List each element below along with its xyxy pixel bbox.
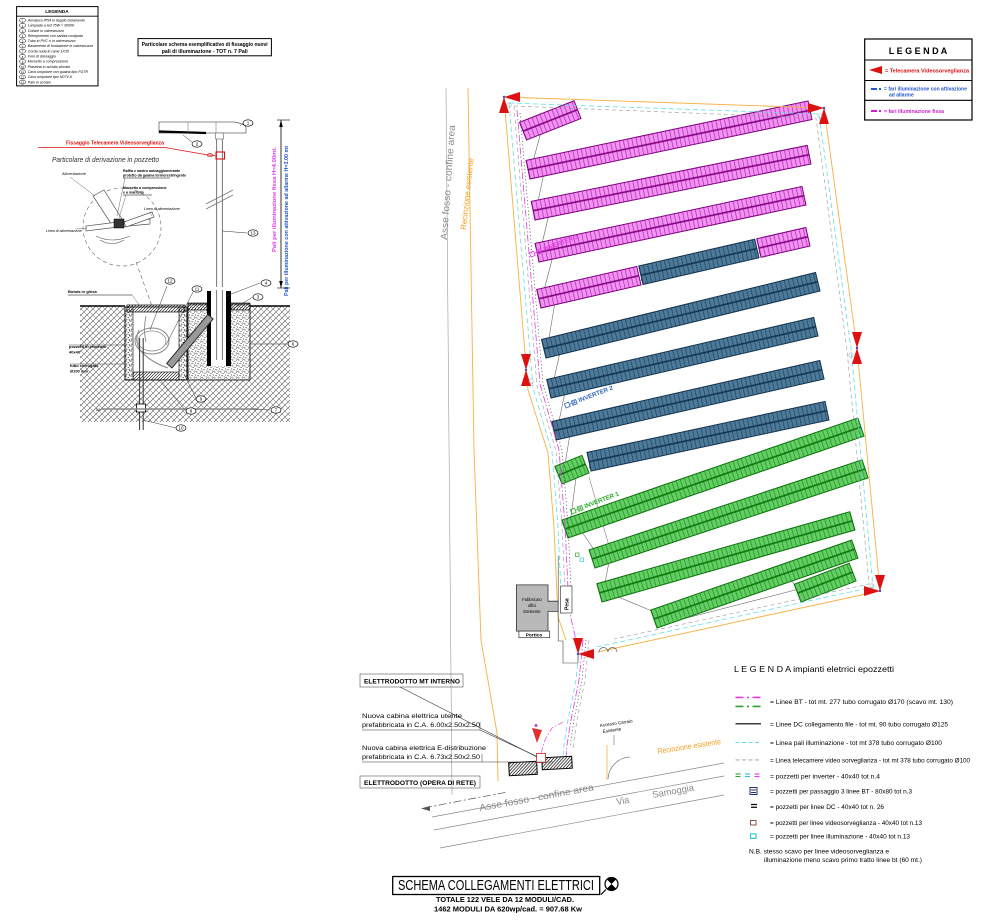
svg-text:12: 12 — [167, 279, 173, 284]
svg-text:pozzetti in cemento: pozzetti in cemento — [69, 344, 107, 349]
svg-text:prefabbricata in C.A. 6.00x2.5: prefabbricata in C.A. 6.00x2.50x2.50 — [362, 722, 481, 729]
svg-text:Particolare schema esemplifica: Particolare schema esemplificativo di fi… — [142, 42, 268, 48]
svg-text:Corda nuda in rame 1X35: Corda nuda in rame 1X35 — [28, 49, 69, 53]
svg-text:10: 10 — [21, 65, 25, 69]
svg-text:uffici: uffici — [528, 603, 537, 608]
svg-text:Esistente: Esistente — [602, 726, 622, 734]
svg-text:= pozzetti per linee videosorv: = pozzetti per linee videosorveglianza -… — [770, 820, 923, 827]
svg-text:Via: Via — [616, 795, 631, 808]
svg-text:4: 4 — [265, 281, 268, 286]
svg-text:9: 9 — [200, 397, 203, 402]
svg-text:= Linea pali illuminazione - t: = Linea pali illuminazione - tot mt 378 … — [770, 740, 943, 747]
svg-text:= Linea telecamere video sorve: = Linea telecamere video sorveglianza - … — [770, 758, 971, 765]
svg-text:ELETTRODOTTO MT INTERNO: ELETTRODOTTO MT INTERNO — [364, 679, 460, 686]
svg-text:Pali per illuminazione fissa H: Pali per illuminazione fissa H=4.00mt. — [272, 146, 278, 252]
svg-text:Fabbricato: Fabbricato — [522, 597, 542, 602]
svg-text:40x40: 40x40 — [69, 350, 81, 355]
svg-text:L E G E N D A impianti eletrri: L E G E N D A impianti eletrrici epozzet… — [734, 664, 894, 674]
svg-text:5: 5 — [22, 39, 24, 43]
svg-text:= pozzetti per linee DC - 40x4: = pozzetti per linee DC - 40x40 tot n. 2… — [770, 804, 885, 811]
svg-text:1: 1 — [22, 19, 24, 23]
svg-text:7: 7 — [22, 50, 24, 54]
svg-text:3: 3 — [257, 295, 260, 300]
svg-text:12: 12 — [21, 75, 25, 79]
svg-text:Alimentazione: Alimentazione — [61, 172, 86, 176]
svg-text:Raffia e nastro autoagglomeran: Raffia e nastro autoagglomerante — [123, 169, 180, 173]
svg-text:Pesa: Pesa — [565, 598, 571, 610]
svg-text:= Linee BT - tot mt. 277 tubo: = Linee BT - tot mt. 277 tubo corrugato … — [770, 699, 953, 706]
svg-text:Fissaggio Telecamera Videosorv: Fissaggio Telecamera Videosorveglianza — [66, 141, 165, 147]
svg-text:= pozzetti per passaggio 3 lin: = pozzetti per passaggio 3 linee BT - 80… — [770, 789, 913, 796]
svg-text:10: 10 — [178, 426, 184, 431]
svg-text:2: 2 — [196, 142, 199, 147]
svg-text:pali di illuminazione - TOT n.: pali di illuminazione - TOT n. 7 Pali — [162, 49, 248, 55]
svg-text:13: 13 — [250, 231, 256, 236]
svg-text:11: 11 — [195, 287, 200, 292]
svg-text:1462 MODULI DA 620wp/cad. = 90: 1462 MODULI DA 620wp/cad. = 907.68 Kw — [434, 905, 582, 914]
svg-text:LEGENDA: LEGENDA — [45, 9, 69, 15]
svg-text:8: 8 — [22, 55, 24, 59]
svg-text:Piastrina in acciaio zincato: Piastrina in acciaio zincato — [28, 65, 70, 69]
svg-text:4: 4 — [22, 34, 24, 38]
svg-text:= pozzetti per inverter - 40x4: = pozzetti per inverter - 40x40 tot n.4 — [770, 774, 881, 781]
svg-text:9: 9 — [22, 60, 24, 64]
svg-text:Accesso Carraio: Accesso Carraio — [599, 718, 633, 728]
svg-text:Linea di alimentazione: Linea di alimentazione — [144, 207, 180, 211]
svg-text:Particolare di derivazione: Particolare di derivazione in pozzetto — [52, 157, 159, 164]
svg-text:L E G E N D A: L E G E N D A — [889, 46, 948, 56]
svg-text:8: 8 — [190, 409, 193, 414]
svg-text:Foro di drenaggio: Foro di drenaggio — [28, 55, 56, 59]
svg-text:= pozzetti per linee illuminaz: = pozzetti per linee illuminazione - 40x… — [770, 834, 911, 841]
svg-text:= fari illuminazione fissa: = fari illuminazione fissa — [884, 109, 944, 115]
svg-text:Nuova cabina elettrica E-distr: Nuova cabina elettrica E-distribuzione — [362, 745, 487, 752]
svg-text:Nuova cabina elettrica utente: Nuova cabina elettrica utente — [362, 713, 463, 720]
svg-text:= Telecamera Videosorveglianza: = Telecamera Videosorveglianza — [885, 69, 969, 75]
svg-text:ad allarme: ad allarme — [889, 93, 914, 99]
svg-text:Botola in ghisa: Botola in ghisa — [68, 289, 97, 294]
svg-text:illuminazione meno scavo primo: illuminazione meno scavo primo tratto li… — [764, 857, 922, 864]
svg-text:Cavo unipolare con guaina tipo: Cavo unipolare con guaina tipo FG7R — [28, 70, 89, 74]
svg-text:Riempimento con sabbia costipa: Riempimento con sabbia costipata — [28, 34, 83, 38]
svg-text:Lampada a led 75W = 3000K: Lampada a led 75W = 3000K — [28, 24, 75, 28]
svg-text:6: 6 — [292, 342, 295, 347]
svg-text:Linea di alimentazione: Linea di alimentazione — [46, 229, 82, 233]
svg-text:2: 2 — [22, 24, 24, 28]
svg-text:tubo corrugato: tubo corrugato — [70, 363, 99, 368]
svg-text:Pali per illuminazione con att: Pali per illuminazione con attivazione a… — [284, 146, 290, 296]
svg-text:ELETTRODOTTO (OPERA DI RETE): ELETTRODOTTO (OPERA DI RETE) — [364, 780, 476, 787]
svg-text:Portico: Portico — [526, 632, 543, 638]
svg-text:Esistente: Esistente — [523, 609, 541, 614]
svg-text:Morsetto a compressione: Morsetto a compressione — [123, 186, 167, 190]
svg-text:Collare in calcestruzzo: Collare in calcestruzzo — [28, 29, 64, 33]
svg-text:Palo in acciaio: Palo in acciaio — [28, 80, 51, 84]
svg-text:Tubo in PVC o in calcestruzzo: Tubo in PVC o in calcestruzzo — [28, 39, 76, 43]
svg-text:Morsetto a compressione: Morsetto a compressione — [28, 60, 68, 64]
svg-text:prefabbricata in C.A. 6.73x2.5: prefabbricata in C.A. 6.73x2.50x2.50 — [362, 754, 481, 761]
svg-text:Ø100 mm: Ø100 mm — [70, 369, 88, 374]
svg-text:Basamento di fondazione in cal: Basamento di fondazione in calcestruzzo — [28, 44, 93, 48]
svg-text:7: 7 — [275, 408, 278, 413]
svg-text:SCHEMA COLLEGAMENTI ELETTRICI: SCHEMA COLLEGAMENTI ELETTRICI — [398, 878, 594, 894]
svg-text:6: 6 — [22, 45, 24, 49]
svg-text:3: 3 — [22, 29, 24, 33]
svg-text:TOTALE 122 VELE DA 12 MODULI/C: TOTALE 122 VELE DA 12 MODULI/CAD. — [436, 895, 574, 904]
svg-text:11: 11 — [21, 70, 24, 74]
svg-text:DA: DA — [96, 408, 101, 412]
svg-text:N.B. stesso scavo per linee vi: N.B. stesso scavo per linee videosorvegl… — [749, 849, 890, 856]
svg-text:= fari illuminazione con attiv: = fari illuminazione con attivazione — [884, 87, 967, 93]
svg-text:protetto da guaina termorestri: protetto da guaina termorestringente — [123, 174, 186, 178]
svg-text:= Linee DC collegamento file -: = Linee DC collegamento file - tot mt. 9… — [770, 722, 949, 729]
svg-text:13: 13 — [21, 81, 25, 85]
svg-text:1: 1 — [247, 121, 250, 126]
svg-text:e a mantello: e a mantello — [123, 191, 145, 195]
svg-text:Cavo unipolare tipo N07V-K: Cavo unipolare tipo N07V-K — [28, 75, 73, 79]
svg-text:Armatura IP54 in doppio isolam: Armatura IP54 in doppio isolamento — [27, 19, 85, 23]
